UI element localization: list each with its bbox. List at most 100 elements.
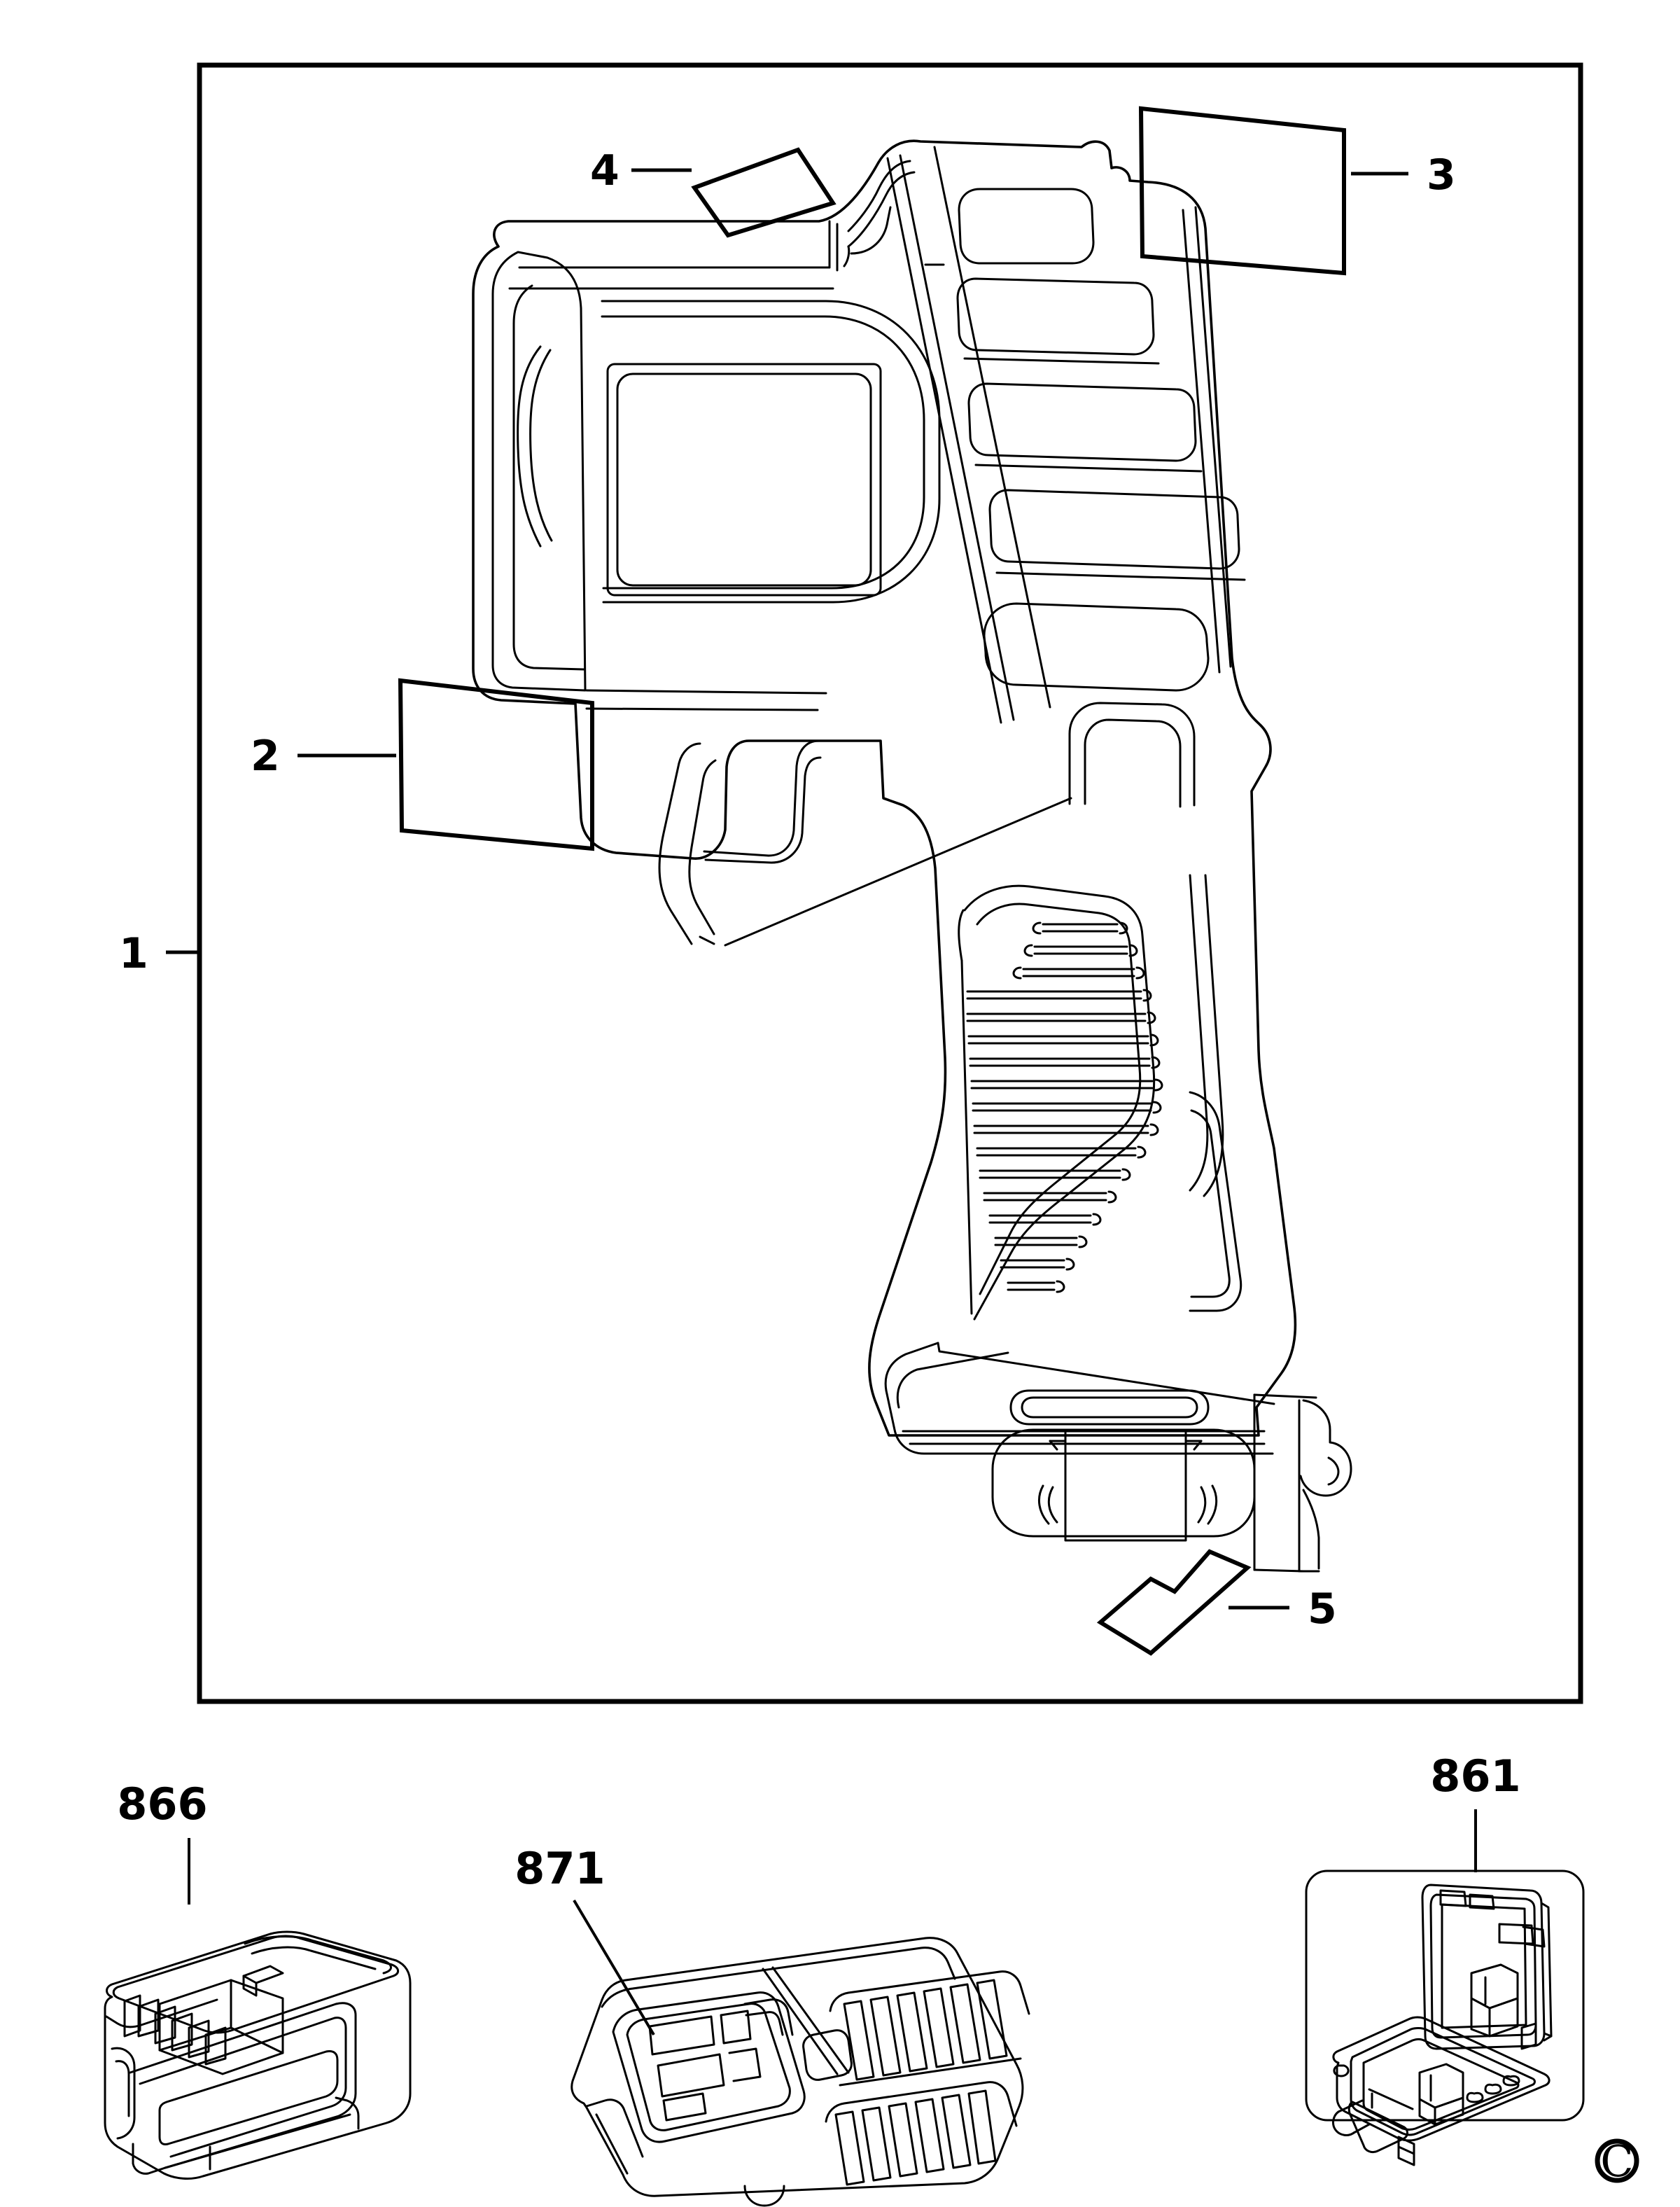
kit-box-clasp-cyl (1332, 2110, 1355, 2136)
charger-upper-vent-frame-2 (839, 2057, 1022, 2087)
body-slot-2-shadow (963, 357, 1160, 365)
charger-led-window (802, 2029, 853, 2081)
kit-box-lid-insert-5 (1520, 2022, 1537, 2050)
body-slot-4 (988, 489, 1240, 570)
battery-rail-ridge (244, 1935, 392, 1975)
display-bezel-outer (491, 251, 587, 692)
mid-diagonal-face (724, 797, 1072, 947)
grip-pad-inner (976, 903, 1142, 1295)
battery-outer-shell (104, 1930, 412, 2180)
callout-2-number: 2 (251, 732, 280, 781)
charger-bay-outer (612, 1991, 806, 2143)
kit-box-tray-insert-2 (1418, 2098, 1436, 2126)
battery-outer-shell-2 (105, 1998, 218, 2028)
kit-box-lid-inner-2 (1441, 1903, 1527, 2029)
notched-label-bottom (1096, 1549, 1252, 1656)
trigger-guard (703, 739, 820, 857)
mid-pocket-outer (1068, 702, 1196, 807)
kit-box-tray-hole (1333, 2064, 1350, 2077)
charger-lower-vents (834, 2089, 997, 2186)
trigger-inner (688, 759, 717, 935)
battery-release-tab-2 (242, 1975, 258, 1997)
base-cavity-inner-2 (1047, 1486, 1058, 1524)
charger-upper-vent-frame (829, 1970, 1030, 2015)
charger-outer-shell (570, 1937, 1024, 2197)
callout-1-number: 1 (119, 929, 148, 978)
grip-ribs (966, 921, 1163, 1293)
charger-top-ridge-2 (771, 1966, 850, 2074)
panel-edge-right (933, 146, 1051, 709)
rating-label-top-right (1138, 106, 1346, 276)
base-cavity-outer (991, 1428, 1256, 1538)
charger-bay-fins (648, 2010, 762, 2122)
charger-foot (743, 2185, 785, 2207)
display-window-inner (616, 373, 872, 587)
trigger-body (658, 742, 701, 945)
battery-pack-group: 866 (104, 1778, 412, 2180)
kit-box-lid-insert-2 (1470, 1997, 1491, 2038)
right-edge-inner-2 (1194, 206, 1232, 668)
part-871-leader (573, 1899, 655, 2036)
base-port-inner (1021, 1396, 1198, 1419)
base-center-block-notch-r (1193, 1440, 1203, 1451)
base-top-edge (937, 1342, 1275, 1405)
mid-diagonal-face-2 (699, 935, 715, 945)
battery-left-corner (111, 2047, 136, 2140)
nose-notch-3 (843, 245, 850, 267)
kit-box-clasp-cyl-3 (1352, 2123, 1371, 2134)
trigger-guard-2 (704, 756, 822, 864)
base-hook-edge (1302, 1489, 1320, 1570)
base-cavity-inner-3 (1207, 1484, 1218, 1525)
head-mid-line (585, 689, 827, 695)
lower-right-pocket-inner (1190, 1109, 1231, 1298)
battery-bottom-edge (164, 2113, 351, 2169)
charger-top-face (601, 1947, 956, 2008)
base-right-pillar-top (1253, 1393, 1317, 1399)
body-slot-1 (958, 188, 1095, 265)
head-mid-line-2 (585, 707, 819, 711)
charger-bay-rail (743, 1998, 794, 2036)
grip-left-edge-2 (958, 909, 965, 962)
base-front-curve-2 (896, 1351, 1009, 1409)
part-866-number: 866 (117, 1778, 207, 1830)
base-front-curve (884, 1342, 939, 1392)
kit-box-hinge-strip-2 (1522, 1926, 1546, 1948)
battery-foot-left (132, 2143, 167, 2175)
base-right-pillar-bot (1253, 1568, 1305, 1573)
kit-box-group: 861 (1305, 1750, 1585, 2166)
charger-group: 871 (514, 1843, 1030, 2207)
part-871-number: 871 (514, 1843, 605, 1894)
body-slot-2 (956, 277, 1155, 356)
kit-box-tray-inner (1350, 2027, 1536, 2136)
charger-bay-inner (626, 2003, 791, 2131)
body-slot-5 (983, 602, 1210, 692)
nose-notch (847, 160, 911, 232)
warning-label-left (398, 678, 594, 851)
mid-pocket-inner (1084, 718, 1182, 808)
kit-box-latch-top (1469, 1893, 1495, 1910)
assembly-frame (197, 62, 1583, 1704)
display-bezel-inner (512, 284, 585, 671)
grip-right-column (1189, 874, 1209, 1192)
lower-right-pocket-outer (1189, 1091, 1242, 1312)
copyright-glyph: C (1600, 2136, 1633, 2187)
base-port-outer (1009, 1389, 1210, 1426)
callout-group: 1 2 3 4 5 (119, 146, 1456, 1634)
battery-rail-ridge-2 (251, 1946, 377, 1970)
tool-outer-silhouette (472, 139, 1297, 1437)
kit-box-lid-edge (1540, 1902, 1553, 2042)
base-cavity-inner-4 (1197, 1486, 1207, 1524)
base-cavity-inner (1037, 1484, 1050, 1525)
tool-body-group (472, 139, 1352, 1573)
base-center-block-notch-l (1049, 1440, 1058, 1451)
callout-4-number: 4 (590, 146, 620, 195)
head-shell-curve-2 (601, 315, 925, 590)
lens-arc-left (517, 345, 542, 548)
kit-box-lid-insert-3 (1488, 1997, 1519, 2038)
charger-front-lip (585, 2098, 644, 2158)
base-hook-inner (1327, 1456, 1340, 1486)
kit-box-hinge-strip (1498, 1923, 1534, 1945)
panel-edge-left (886, 157, 1002, 724)
